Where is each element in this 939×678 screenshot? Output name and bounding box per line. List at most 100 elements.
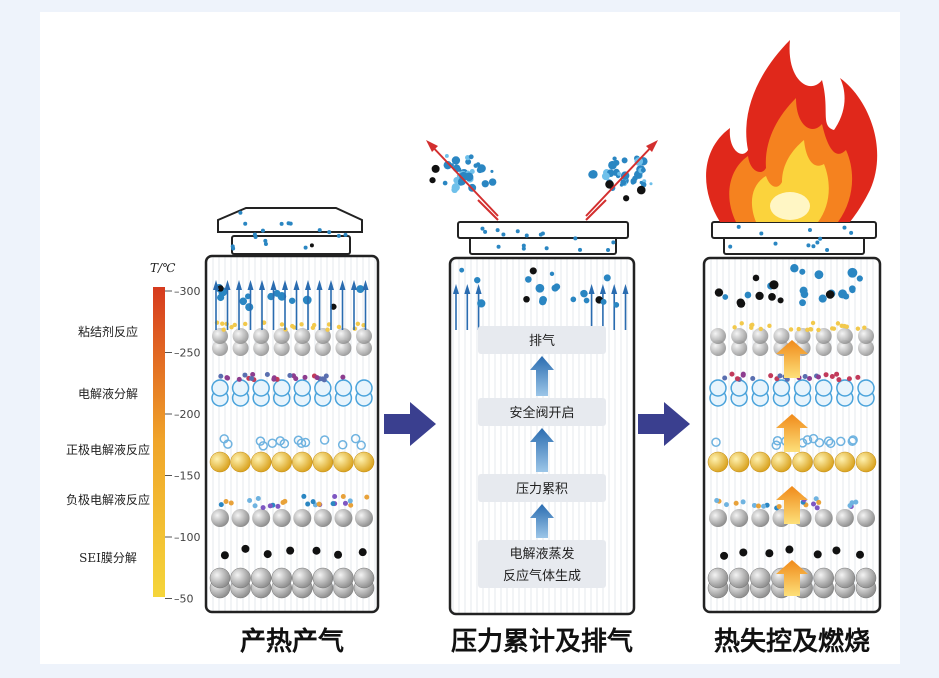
- electrolyte-ring: [730, 379, 748, 397]
- electrolyte-ring: [314, 379, 332, 397]
- anode-particle: [250, 567, 272, 589]
- cell-cap-top: [457, 221, 629, 239]
- binder-particle: [788, 327, 794, 332]
- binder-particle: [311, 322, 317, 328]
- decomposition-particle: [249, 375, 255, 381]
- electrolyte-ring: [334, 379, 353, 397]
- gas-bubble: [771, 440, 782, 451]
- gas-particle: [842, 225, 847, 230]
- gas-particle: [570, 296, 577, 303]
- gas-particle: [288, 297, 296, 304]
- binder-particle: [758, 326, 763, 332]
- decomposition-particle: [802, 373, 808, 379]
- binder-particle: [831, 326, 837, 331]
- gas-particle: [309, 243, 314, 248]
- anode-particle: [209, 567, 231, 589]
- sei-particle: [263, 550, 272, 559]
- gas-particle: [630, 180, 636, 185]
- vent-arrow-icon: [622, 284, 629, 294]
- gray-particle: [293, 509, 312, 527]
- gas-particle: [263, 242, 268, 247]
- electrolyte-particle: [751, 502, 757, 508]
- decomposition-particle: [225, 375, 231, 381]
- cathode-particle: [750, 451, 771, 473]
- sei-particle: [286, 546, 295, 555]
- binder-particle: [253, 340, 270, 356]
- gas-particle: [535, 283, 545, 293]
- binder-particle: [335, 328, 352, 344]
- temperature-gradient-bar: [153, 287, 165, 597]
- binder-particle: [212, 340, 228, 356]
- decomposition-particle: [823, 372, 829, 378]
- vent-arrow-icon: [339, 280, 346, 290]
- gas-bubble: [814, 437, 825, 448]
- decomposition-particle: [293, 376, 299, 382]
- sei-particle: [241, 544, 250, 553]
- reaction-label: 负极电解液反应: [66, 492, 150, 507]
- gas-particle: [601, 172, 610, 181]
- gas-particle: [818, 236, 823, 241]
- binder-particle: [805, 327, 810, 333]
- gas-particle: [474, 276, 481, 284]
- gas-particle: [640, 167, 646, 173]
- gas-particle: [790, 264, 799, 273]
- gas-particle: [476, 166, 483, 174]
- gas-particle: [459, 267, 465, 273]
- electrolyte-particle: [714, 497, 720, 503]
- gas-particle: [260, 228, 265, 233]
- cathode-particle: [728, 451, 750, 473]
- gas-particle: [243, 221, 248, 226]
- gas-particle: [501, 232, 506, 237]
- electrolyte-ring: [252, 379, 270, 397]
- gas-bubble: [319, 435, 330, 445]
- decomposition-particle: [777, 373, 783, 379]
- cathode-particle: [834, 451, 856, 473]
- vent-arrow-icon: [247, 280, 254, 290]
- vent-arrow-icon: [426, 140, 438, 152]
- decomposition-particle: [340, 374, 346, 380]
- decomposition-particle: [740, 371, 746, 377]
- binder-particle: [212, 328, 228, 344]
- decomposition-particle: [264, 371, 270, 377]
- gas-bubble: [825, 438, 836, 449]
- gas-particle: [521, 243, 526, 248]
- decomposition-particle: [846, 376, 852, 382]
- gas-particle: [481, 180, 489, 188]
- binder-particle: [767, 323, 772, 329]
- binder-particle: [336, 324, 342, 330]
- gas-particle: [825, 247, 830, 252]
- gas-particle: [806, 243, 811, 248]
- sei-particle: [785, 545, 794, 554]
- electrolyte-ring: [772, 379, 791, 397]
- electrolyte-particle: [267, 503, 273, 509]
- vent-arrow-icon: [224, 280, 231, 290]
- gas-particle: [848, 285, 856, 293]
- binder-particle: [243, 321, 248, 327]
- electrolyte-ring: [751, 379, 770, 397]
- vent-arrow-icon: [236, 280, 242, 290]
- gas-bubble: [356, 440, 366, 451]
- cell-body: [204, 254, 380, 614]
- vent-arrow-icon: [213, 280, 219, 290]
- gas-particle: [838, 289, 848, 299]
- gas-particle: [245, 293, 251, 300]
- process-step-box: [478, 326, 606, 354]
- binder-particle: [326, 322, 332, 327]
- binder-particle: [858, 340, 874, 356]
- binder-particle: [844, 324, 849, 329]
- electrolyte-particle: [316, 501, 322, 507]
- gas-particle: [231, 246, 236, 251]
- gas-particle: [811, 244, 816, 249]
- vent-arrow-icon: [427, 141, 499, 217]
- sei-particle: [334, 550, 343, 559]
- gas-particle: [477, 299, 486, 308]
- sei-particle: [856, 550, 865, 559]
- sei-particle: [312, 546, 321, 555]
- sei-particle: [358, 548, 367, 557]
- electrolyte-ring: [814, 379, 833, 397]
- flame-icon: [706, 40, 878, 222]
- binder-particle: [710, 328, 726, 344]
- electrolyte-particle: [275, 503, 281, 509]
- gas-particle: [736, 224, 741, 229]
- cell-cap-top: [711, 221, 877, 239]
